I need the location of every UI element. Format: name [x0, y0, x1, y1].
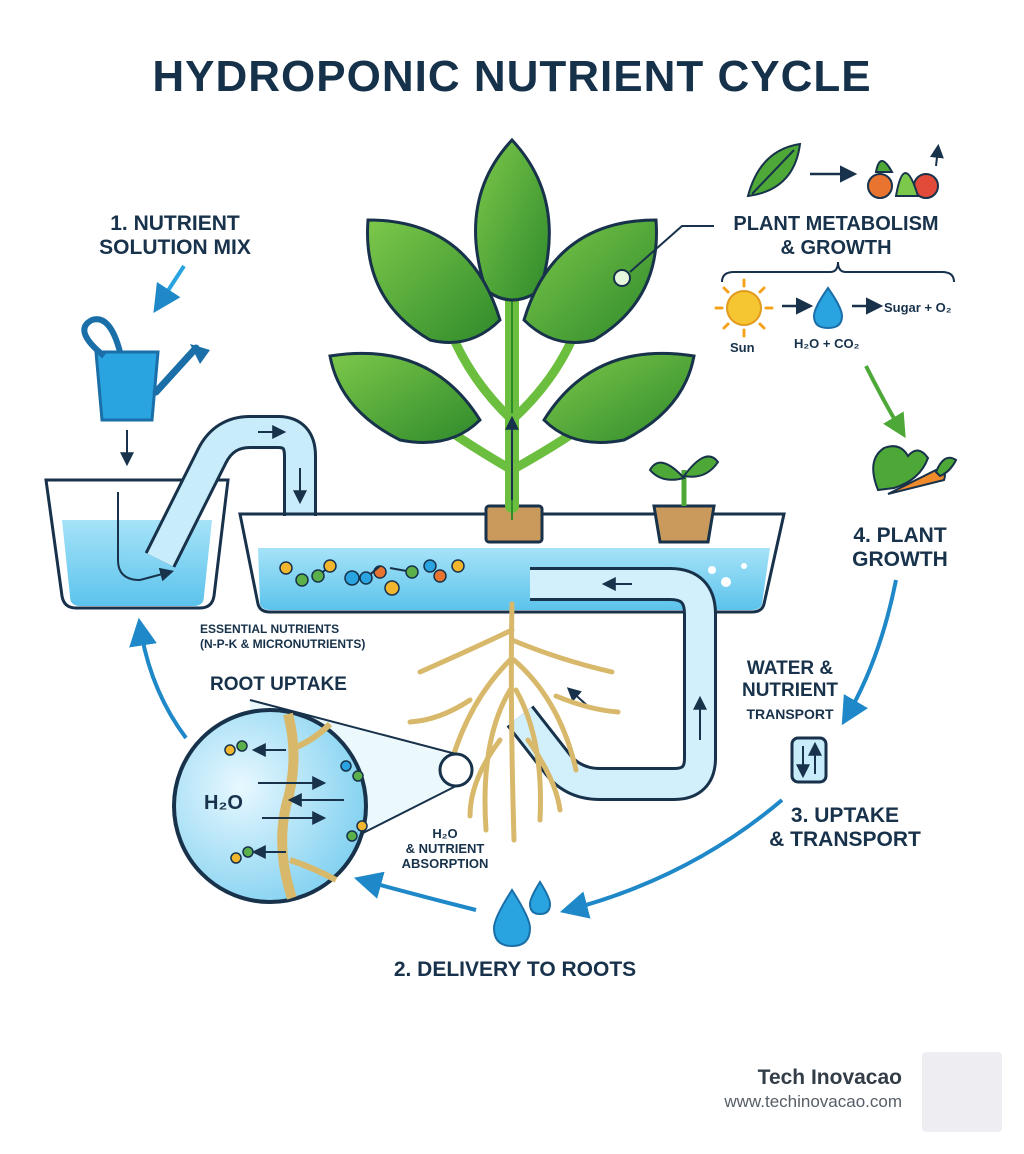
brand-name: Tech Inovacao: [757, 1066, 902, 1089]
water-drop-icon-small: [812, 286, 844, 330]
water-drop-icon: [492, 880, 552, 948]
arrow-s1-label-to-can: [153, 264, 186, 314]
step-4-label: 4. PLANT GROWTH: [852, 524, 948, 571]
carrot-icon: [872, 445, 958, 495]
transfer-pipe: [144, 415, 317, 568]
step-2-label: 2. DELIVERY TO ROOTS: [393, 958, 637, 981]
step-1-label: 1. NUTRIENT SOLUTION MIX: [99, 212, 251, 259]
cycle-arrows: [129, 264, 906, 919]
metabolism-label: PLANT METABOLISM & GROWTH: [733, 213, 939, 259]
essential-nutrients-label: ESSENTIAL NUTRIENTS (N-P-K & MICRONUTRIE…: [200, 622, 366, 651]
sun-label: Sun: [730, 340, 755, 355]
photosynthesis-inputs: H₂O + CO₂: [794, 336, 860, 351]
transport-sub-label: TRANSPORT: [746, 706, 834, 722]
leaf-icon: [746, 142, 802, 198]
page-title: HYDROPONIC NUTRIENT CYCLE: [152, 52, 872, 101]
nutrient-molecules: [279, 559, 747, 596]
arrow-s4-to-s3: [841, 579, 898, 726]
arrow-magnifier-to-s1: [129, 617, 188, 740]
transport-pipe: [506, 567, 717, 801]
root-uptake-label: ROOT UPTAKE: [210, 674, 347, 695]
watering-can-icon: [81, 316, 210, 467]
magnifier-h2o-label: H₂O: [204, 792, 243, 814]
seedling-icon: [648, 455, 720, 544]
vegetables-icon: [867, 143, 944, 199]
root-uptake-magnifier: [172, 699, 474, 904]
photosynthesis-outputs: Sugar + O₂: [884, 300, 952, 315]
plant-stem-and-leaves: [328, 137, 714, 544]
tube-icon: [790, 736, 828, 784]
arrow-s3-to-s2: [559, 798, 784, 919]
arrow-s2-to-magnifier: [353, 871, 477, 912]
absorption-label: H₂O & NUTRIENT ABSORPTION: [401, 826, 489, 871]
brand-logo: [922, 1052, 1002, 1132]
brand-url[interactable]: www.techinovacao.com: [724, 1092, 902, 1111]
arrow-metabolism-to-s4: [864, 365, 906, 439]
sun-icon: [714, 278, 774, 338]
plant-roots: [407, 601, 621, 843]
step-3-label: 3. UPTAKE & TRANSPORT: [769, 804, 921, 851]
transport-label: WATER & NUTRIENT: [741, 658, 839, 701]
metabolism-brace: [721, 261, 955, 283]
